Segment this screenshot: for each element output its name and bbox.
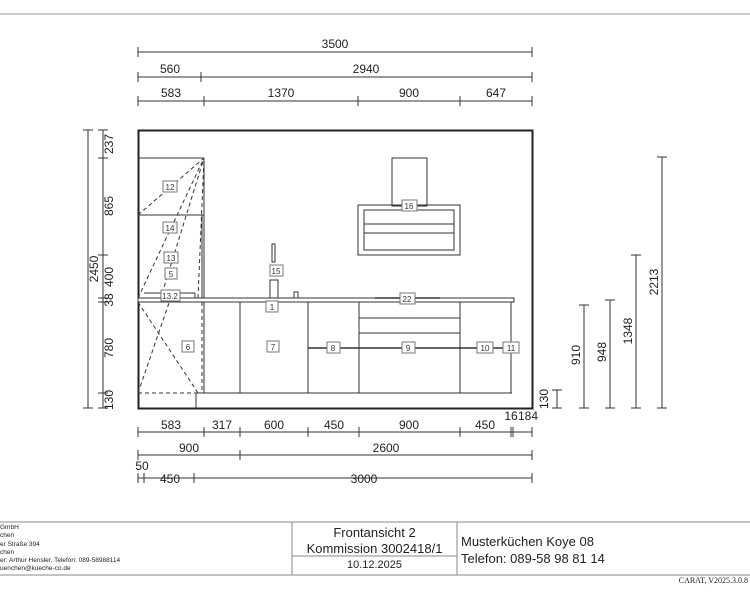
dim-top: 583 bbox=[161, 86, 181, 100]
dim-left: 400 bbox=[102, 267, 116, 287]
view-title: Frontansicht 2 Kommission 3002418/1 bbox=[292, 525, 457, 557]
label-9: 9 bbox=[406, 344, 411, 353]
label-10: 10 bbox=[481, 344, 490, 353]
dim-bottom: 2600 bbox=[373, 441, 400, 455]
dim-left: 130 bbox=[102, 390, 116, 410]
title-block-frame bbox=[0, 521, 750, 576]
label-13: 13 bbox=[167, 254, 176, 263]
left-dimensions bbox=[83, 129, 108, 409]
faucet bbox=[269, 243, 299, 299]
label-1: 1 bbox=[270, 303, 275, 312]
company-line: GmbH bbox=[0, 524, 19, 531]
dim-right: 130 bbox=[537, 389, 551, 409]
dim-total-width: 3500 bbox=[322, 37, 349, 51]
wall-outline bbox=[137, 129, 534, 410]
label-6: 6 bbox=[186, 343, 191, 352]
dim-bottom: 900 bbox=[399, 418, 419, 432]
company-info: GmbH chen er Straße 394 chen er: Arthur … bbox=[0, 524, 120, 574]
company-line: er Straße 394 bbox=[0, 540, 40, 548]
label-8: 8 bbox=[331, 344, 336, 353]
dim-bottom: 450 bbox=[160, 472, 180, 486]
commission-number: Kommission 3002418/1 bbox=[306, 541, 443, 556]
dim-bottom: 600 bbox=[264, 418, 284, 432]
dim-left: 237 bbox=[102, 134, 116, 154]
dim-top: 647 bbox=[486, 86, 506, 100]
dim-right: 1348 bbox=[621, 317, 635, 344]
dim-bottom: 3000 bbox=[351, 472, 378, 486]
company-line: uenchen@kueche-co.de bbox=[0, 565, 71, 573]
dim-bottom: 450 bbox=[324, 418, 344, 432]
company-line: chen bbox=[0, 532, 15, 540]
dim-right: 2213 bbox=[647, 268, 661, 295]
label-5: 5 bbox=[169, 270, 174, 279]
item-labels bbox=[160, 180, 520, 354]
label-12: 12 bbox=[166, 183, 175, 192]
dim-bottom: 184 bbox=[518, 409, 538, 423]
dim-bottom: 583 bbox=[161, 418, 181, 432]
dim-bottom: 450 bbox=[475, 418, 495, 432]
label-11: 11 bbox=[507, 344, 516, 353]
label-13-2: 13.2 bbox=[162, 292, 178, 301]
view-name: Frontansicht 2 bbox=[333, 525, 416, 540]
dim-top: 1370 bbox=[268, 86, 295, 100]
dim-bottom: 317 bbox=[212, 418, 232, 432]
label-7: 7 bbox=[271, 343, 276, 352]
label-14: 14 bbox=[166, 224, 175, 233]
dim-top: 900 bbox=[399, 86, 419, 100]
base-cabinets bbox=[137, 297, 515, 408]
company-line: chen bbox=[0, 548, 15, 556]
drawing-date: 10.12.2025 bbox=[346, 559, 403, 571]
dim-bottom: 50 bbox=[135, 459, 149, 473]
customer-phone: Telefon: 089-58 98 81 14 bbox=[461, 551, 605, 566]
dim-left: 865 bbox=[102, 196, 116, 216]
dim-left: 780 bbox=[102, 338, 116, 358]
bottom-dimensions bbox=[137, 427, 533, 483]
dim-left: 38 bbox=[102, 293, 116, 307]
customer-info: Musterküchen Koye 08 Telefon: 089-58 98 … bbox=[461, 533, 605, 567]
dim-top: 2940 bbox=[353, 62, 380, 76]
dim-bottom: 900 bbox=[179, 441, 199, 455]
label-15: 15 bbox=[272, 267, 281, 276]
company-line: er: Arthur Hensler, Telefon: 089-5898811… bbox=[0, 557, 121, 565]
top-dimensions bbox=[137, 47, 533, 106]
dim-bottom: 16 bbox=[504, 409, 518, 423]
dim-right: 910 bbox=[569, 345, 583, 365]
dim-right: 948 bbox=[595, 342, 609, 362]
customer-name: Musterküchen Koye 08 bbox=[461, 534, 594, 549]
label-16: 16 bbox=[405, 202, 414, 211]
dim-total-height: 2450 bbox=[87, 255, 101, 282]
right-dimensions bbox=[552, 156, 667, 409]
dim-top: 560 bbox=[160, 62, 180, 76]
software-version: CARAT, V2025.3.0.8 bbox=[678, 576, 748, 585]
label-22: 22 bbox=[403, 295, 412, 304]
